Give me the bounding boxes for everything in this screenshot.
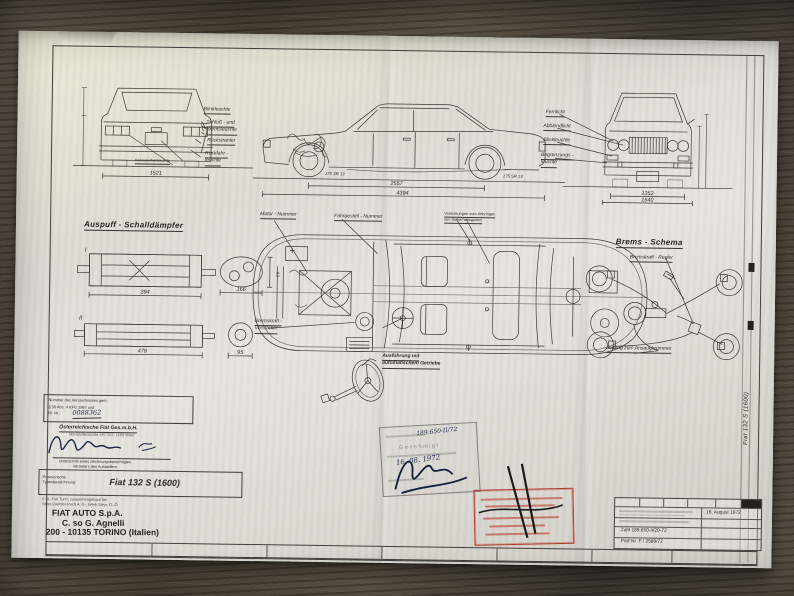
wheelbase-dim: 2557 (389, 181, 403, 187)
exhaust-numeral-2: II (79, 316, 83, 322)
blueprint-sheet: Fiat 132 S (1600) 1521 Blinkleuchte Schl… (11, 30, 779, 569)
company-line3: 200 - 10135 TORINO (Italien) (45, 526, 160, 538)
exhaust-heading: Auspuff - Schalldämpfer (83, 219, 184, 233)
title-block: 16. August 1972 Zahl 189.650-II/20-72 Pr… (613, 497, 763, 552)
front-width-dim: 1640 (641, 197, 654, 203)
stamp-signature (385, 445, 475, 496)
red-stamp (473, 488, 575, 546)
side-view-drawing: 2557 4394 175 SR 13 175 SR 13 (252, 74, 566, 206)
exhaust-dim1-length: 394 (140, 289, 149, 295)
distributor-signature (43, 429, 175, 461)
steering-column-drawing (319, 353, 402, 410)
title-block-pruef: Prüf-Nr. F / 2589/72 (620, 539, 663, 545)
approval-stamp: 189.650-II/72 Genehmigt 16. 08. 1972 (378, 421, 481, 498)
front-label-blinker: Blinkleuchte (543, 137, 570, 146)
title-block-date: 16. August 1972 (706, 509, 741, 516)
rear-label-blinker: Blinkleuchte (203, 106, 231, 116)
red-stamp-signature (474, 463, 574, 547)
front-label-marker: Begrenzungs -leuchte (540, 152, 574, 169)
type-box-value: Fiat 132 S (1600) (109, 477, 181, 489)
title-block-corner-mark (741, 499, 762, 509)
tire-size-rear: 175 SR 13 (503, 173, 524, 178)
front-view-drawing: 1353 1640 (572, 82, 734, 206)
brake-schema-drawing (576, 251, 760, 366)
length-dim: 4394 (396, 191, 408, 197)
registry-line1: Nummer des Verzeichnisses gem. (48, 397, 108, 403)
company-block: FIAT AUTO S.p.A. C. so G. Agnelli 200 - … (45, 508, 160, 538)
exhaust-dim2-diameter: 95 (237, 350, 244, 356)
title-block-zahl: Zahl 189.650-II/20-72 (620, 528, 667, 534)
front-label-highbeam: Fernlicht (545, 109, 565, 118)
registry-number-handwritten: 0088362 (72, 408, 102, 420)
topview-label-motor: Motor - Nummer (260, 211, 297, 221)
rear-label-plate-light: Kennzeichenleuchte (134, 157, 170, 165)
tire-size-front: 175 SR 13 (325, 171, 346, 176)
brake-heading: Brems - Schema (615, 237, 683, 250)
top-view-drawing (242, 220, 662, 368)
exhaust-dim2-length: 478 (138, 348, 148, 354)
rear-width-dim: 1521 (150, 171, 162, 177)
registry-line3: Bl. Nr.: (48, 410, 61, 416)
exhaust-dim1-width: 166 (236, 287, 246, 293)
front-track-dim: 1353 (641, 191, 654, 197)
vertical-drawing-title: Fiat 132 S (1600) (743, 391, 750, 445)
exhaust-dim1-height: 63 (275, 272, 280, 278)
rear-label-reflector: Rückstrahler (207, 137, 235, 147)
exhaust-drawing: I 394 166 63 II 478 95 (72, 248, 280, 369)
front-label-lowbeam: Abblendlicht (543, 123, 571, 132)
stamp-ref-handwritten: 189.650-II/72 (415, 425, 458, 438)
rear-view-drawing: 1521 (72, 75, 259, 193)
registry-box: Nummer des Verzeichnisses gem. § 30 Abs.… (43, 394, 194, 425)
exhaust-numeral-1: I (85, 248, 87, 254)
rear-label-reverse: Rückfahr -leuchte (204, 150, 228, 167)
